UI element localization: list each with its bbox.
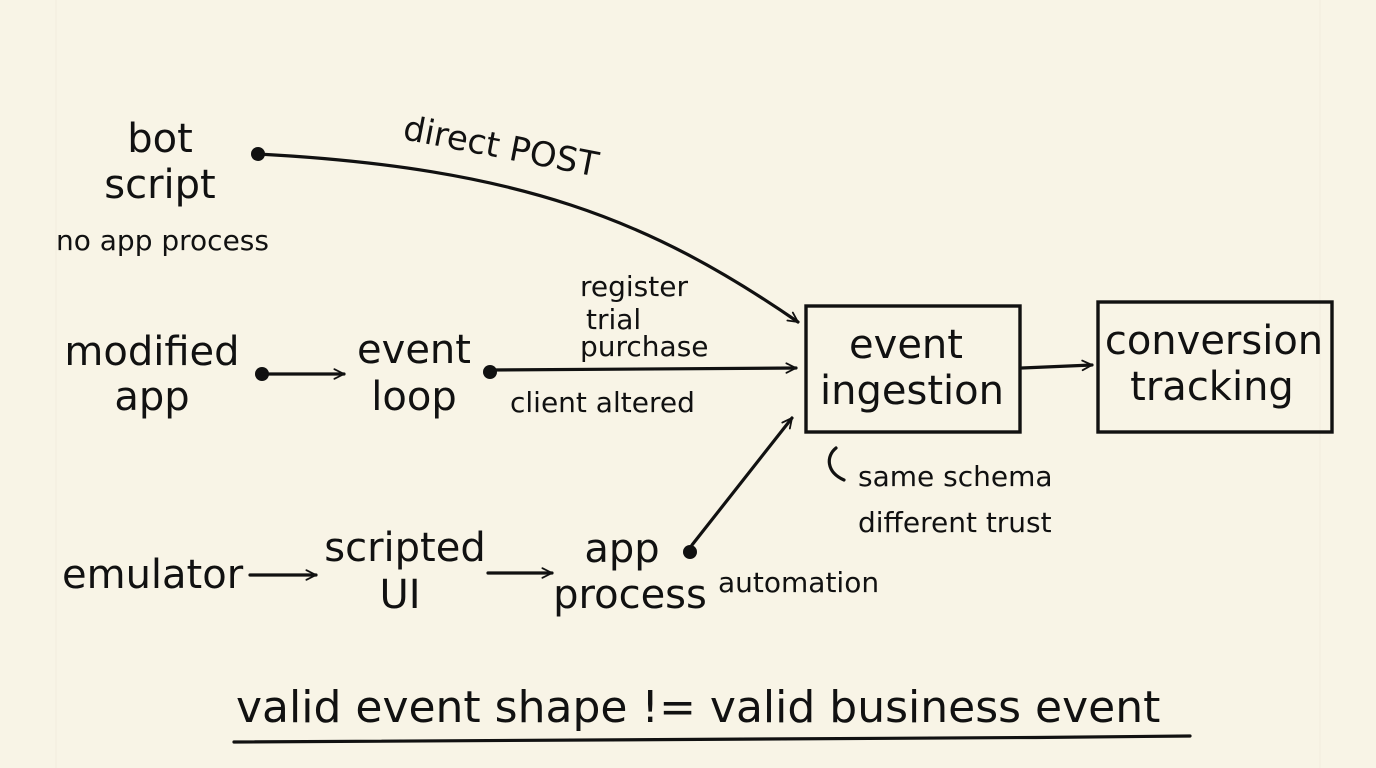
bot-script-label-line1: bot	[127, 116, 193, 162]
event-loop-to-ingestion-arrow	[488, 362, 798, 374]
event-ingestion-label-line1: event	[849, 322, 963, 368]
ingestion-note-line1: same schema	[858, 460, 1053, 493]
event-ingestion-box	[804, 304, 1022, 434]
app-process-label-line1: app	[584, 526, 659, 572]
event-loop-label-line2: loop	[371, 374, 456, 420]
modified-app-label-line1: modified	[64, 329, 239, 375]
conversion-tracking-label-line1: conversion	[1105, 318, 1323, 364]
ingestion-note-bracket	[827, 446, 846, 482]
footer-underline	[232, 734, 1192, 744]
event-ingestion-label-line2: ingestion	[820, 368, 1004, 414]
client-altered-label: client altered	[510, 386, 695, 419]
automation-label: automation	[718, 566, 879, 599]
bot-script-note: no app process	[56, 224, 269, 257]
direct-post-label: direct POST	[400, 108, 602, 185]
app-process-label-line2: process	[553, 572, 707, 618]
ingestion-to-conversion-arrow	[1020, 359, 1094, 372]
direct-post-arrow	[256, 152, 800, 324]
app-process-node	[683, 545, 697, 559]
event-type-trial: trial	[586, 303, 641, 336]
scripted-ui-label-line1: scripted	[324, 525, 485, 571]
emulator-label: emulator	[62, 552, 244, 598]
conversion-tracking-box	[1096, 300, 1334, 434]
ingestion-note-line2: different trust	[858, 506, 1052, 539]
bot-script-label-line2: script	[104, 162, 215, 208]
app-process-to-ingestion-arrow	[690, 416, 794, 547]
event-type-purchase: purchase	[580, 330, 709, 363]
footer-statement: valid event shape != valid business even…	[236, 682, 1160, 733]
event-loop-node	[483, 365, 497, 379]
conversion-tracking-label-line2: tracking	[1130, 364, 1294, 410]
background-paper	[55, 0, 1321, 768]
modified-app-label-line2: app	[114, 374, 189, 420]
event-loop-label-line1: event	[357, 327, 471, 373]
event-type-register: register	[580, 270, 688, 303]
scripted-ui-label-line2: UI	[379, 572, 420, 618]
